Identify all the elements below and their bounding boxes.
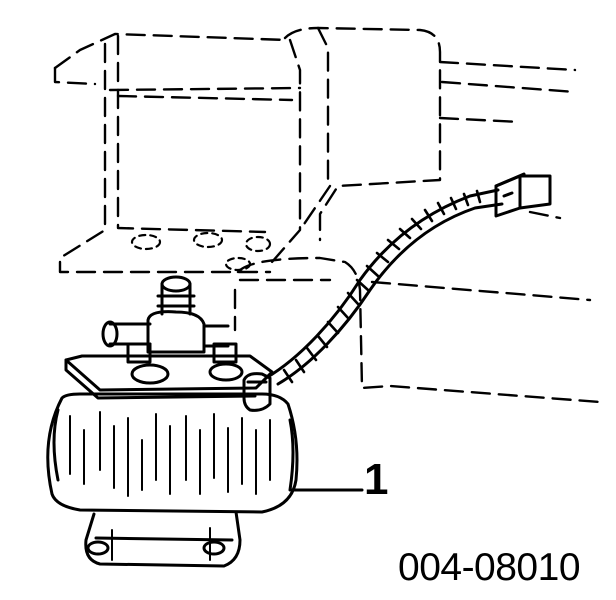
callout-number: 1 xyxy=(364,455,389,504)
vehicle-structure-phantom xyxy=(53,26,602,404)
figure-code: 004-08010 xyxy=(398,546,581,589)
wire-harness xyxy=(264,188,504,386)
mounting-holes-phantom xyxy=(130,231,272,272)
sensor-assembly xyxy=(46,275,299,568)
wire-connector xyxy=(494,172,552,218)
